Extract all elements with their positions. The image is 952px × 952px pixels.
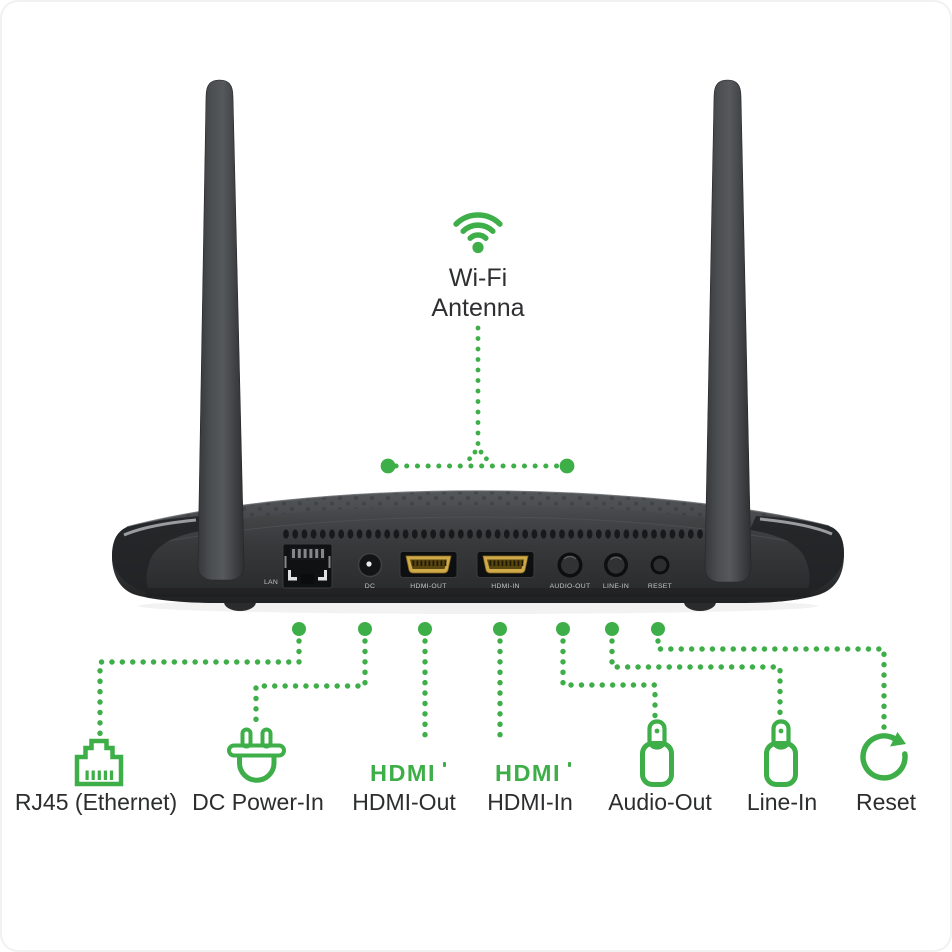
wifi-icon bbox=[453, 212, 503, 254]
port-label-audio-out: AUDIO-OUT bbox=[550, 583, 591, 590]
hdmi-out-logo-icon: HDMI bbox=[370, 760, 446, 786]
callout-label-hdmi-out: HDMI-Out bbox=[352, 789, 456, 815]
audio-out-plug-icon bbox=[640, 719, 674, 787]
right-end-cap bbox=[750, 516, 844, 594]
dc-plug-icon bbox=[227, 727, 286, 783]
lan-port bbox=[282, 543, 333, 589]
right-silver-accent bbox=[759, 517, 833, 536]
ethernet-icon bbox=[74, 738, 124, 787]
callout-line-audio-out bbox=[560, 638, 658, 722]
callout-line-dc bbox=[253, 638, 368, 731]
reset-icon bbox=[860, 732, 908, 781]
line-in-jack bbox=[604, 553, 628, 577]
callout-port-dots bbox=[292, 622, 665, 636]
hdmi-out-port bbox=[399, 551, 458, 578]
callout-label-line-in: Line-In bbox=[746, 789, 818, 815]
callout-label-hdmi-in: HDMI-In bbox=[487, 789, 573, 815]
callout-label-audio-out: Audio-Out bbox=[608, 789, 712, 815]
left-end-cap bbox=[112, 516, 206, 594]
audio-out-jack bbox=[557, 552, 583, 578]
hdmi-in-port bbox=[476, 551, 535, 578]
port-label-dc: DC bbox=[365, 583, 375, 590]
dc-jack bbox=[357, 552, 383, 578]
port-label-hdmi-out: HDMI-OUT bbox=[410, 583, 446, 590]
wifi-callout-line bbox=[380, 325, 575, 474]
base-strip bbox=[146, 588, 810, 597]
svg-text:HDMI: HDMI bbox=[370, 760, 436, 786]
port-label-lan: LAN bbox=[264, 579, 278, 586]
vent-holes bbox=[283, 529, 703, 539]
port-label-hdmi-in: HDMI-IN bbox=[491, 583, 520, 590]
right-antenna-illustration bbox=[704, 79, 752, 583]
device-lid-texture bbox=[127, 491, 829, 537]
callout-label-dc-power: DC Power-In bbox=[192, 789, 324, 815]
port-label-reset: RESET bbox=[648, 583, 672, 590]
left-antenna-illustration bbox=[197, 79, 245, 581]
callout-line-line-in bbox=[609, 638, 783, 722]
callout-label-rj45: RJ45 (Ethernet) bbox=[14, 789, 178, 815]
callout-line-lan bbox=[97, 638, 302, 739]
router-device: LAN DC HDMI-OUT HDMI-IN AUDIO-OUT LINE-I… bbox=[112, 490, 844, 614]
callout-line-reset bbox=[655, 638, 887, 731]
svg-text:HDMI: HDMI bbox=[495, 760, 561, 786]
line-in-plug-icon bbox=[764, 719, 798, 787]
wifi-antenna-label-line2: Antenna bbox=[431, 294, 525, 322]
port-label-line-in: LINE-IN bbox=[603, 583, 629, 590]
callout-label-reset: Reset bbox=[855, 789, 917, 815]
wifi-antenna-label-line1: Wi-Fi bbox=[448, 264, 508, 292]
hdmi-in-logo-icon: HDMI bbox=[495, 760, 571, 786]
left-silver-accent bbox=[123, 518, 197, 537]
reset-button bbox=[650, 555, 670, 575]
